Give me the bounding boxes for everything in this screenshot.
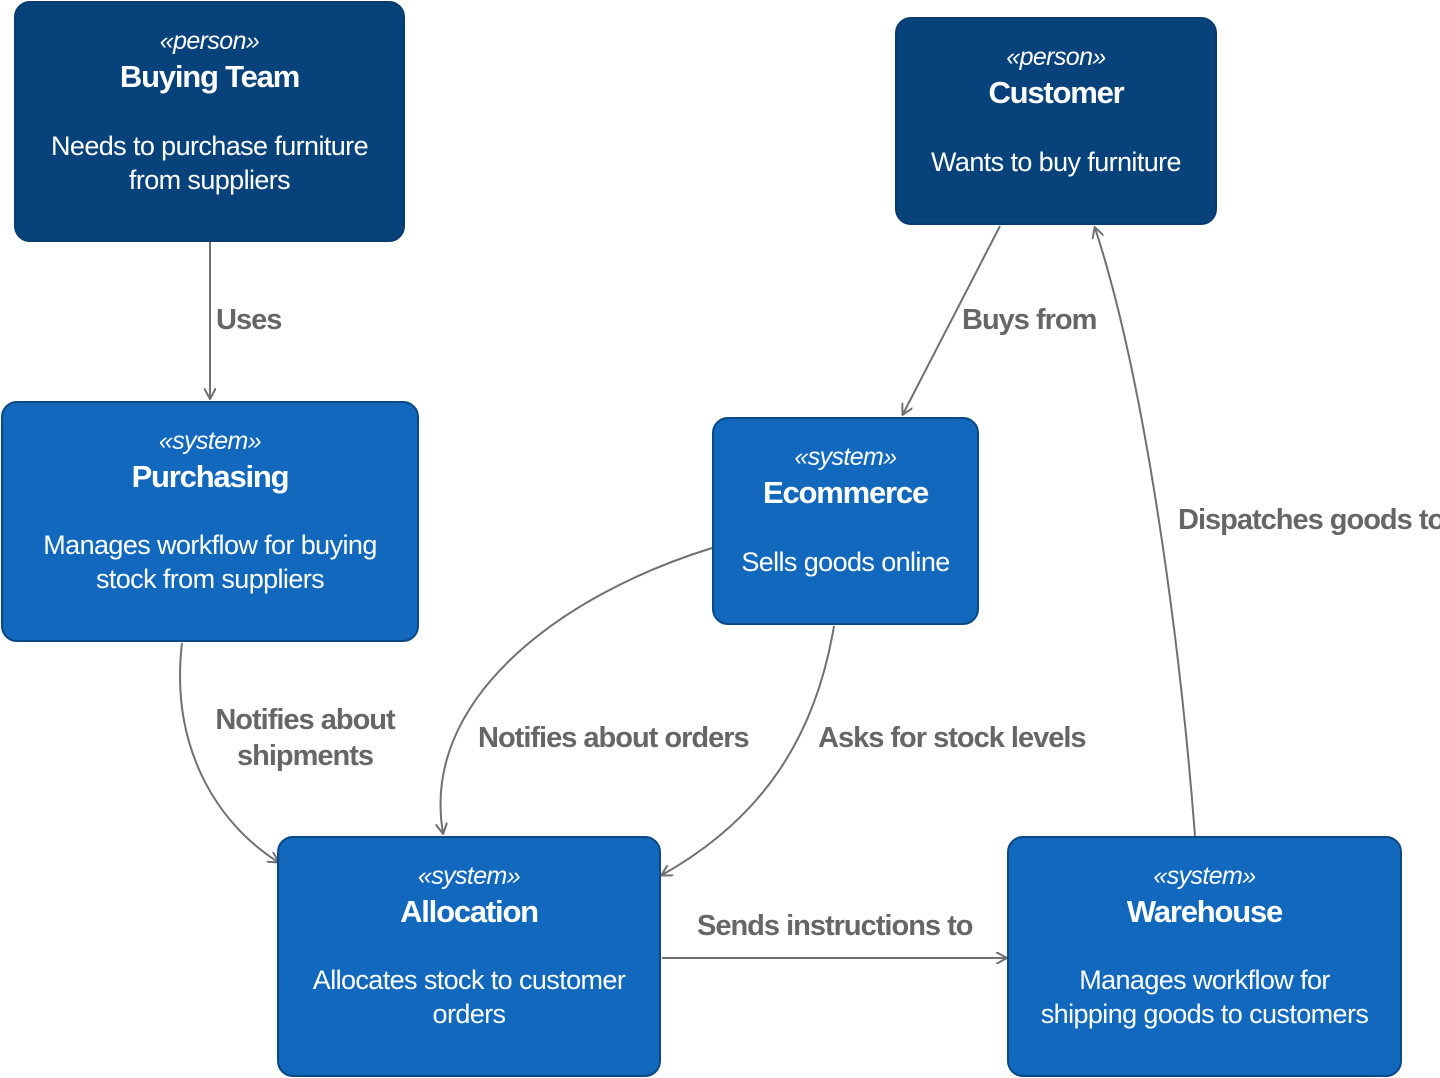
edge-label-buys-from: Buys from xyxy=(962,304,1097,336)
node-allocation[interactable]: «system» Allocation Allocates stock to c… xyxy=(277,836,661,1077)
edge-buys-from xyxy=(903,225,1001,414)
node-description: Manages workflow for buying stock from s… xyxy=(43,530,377,594)
node-title: Customer xyxy=(988,75,1124,110)
node-description: Wants to buy furniture xyxy=(931,147,1182,177)
node-title: Warehouse xyxy=(1126,894,1283,929)
stereotype-label: «system» xyxy=(794,443,897,471)
edge-label-uses: Uses xyxy=(216,304,282,336)
node-title: Allocation xyxy=(400,894,539,929)
node-title: Buying Team xyxy=(119,59,300,94)
edge-label-asks-stock: Asks for stock levels xyxy=(818,722,1087,754)
node-ecommerce[interactable]: «system» Ecommerce Sells goods online xyxy=(712,417,979,625)
edge-notifies-shipments xyxy=(179,642,278,862)
stereotype-label: «system» xyxy=(417,862,521,890)
stereotype-label: «person» xyxy=(159,27,260,55)
node-title: Ecommerce xyxy=(763,475,929,510)
edge-dispatches xyxy=(1095,228,1196,837)
edge-label-sends-instructions: Sends instructions to xyxy=(697,910,973,942)
stereotype-label: «system» xyxy=(158,427,262,455)
edge-notifies-orders xyxy=(441,547,713,833)
node-warehouse[interactable]: «system» Warehouse Manages workflow for … xyxy=(1007,836,1402,1077)
node-description: Manages workflow for shipping goods to c… xyxy=(1040,965,1369,1029)
edge-label-notifies-shipments: Notifies about shipments xyxy=(215,704,395,772)
stereotype-label: «system» xyxy=(1153,862,1256,890)
node-purchasing[interactable]: «system» Purchasing Manages workflow for… xyxy=(1,401,419,642)
node-buying-team[interactable]: «person» Buying Team Needs to purchase f… xyxy=(14,1,405,242)
node-description: Sells goods online xyxy=(741,547,950,577)
node-customer[interactable]: «person» Customer Wants to buy furniture xyxy=(895,17,1217,225)
node-title: Purchasing xyxy=(131,459,290,494)
stereotype-label: «person» xyxy=(1006,43,1106,71)
node-description: Needs to purchase furniture from supplie… xyxy=(51,131,369,195)
node-description: Allocates stock to customer orders xyxy=(312,965,626,1029)
edge-asks-stock xyxy=(662,625,835,875)
edge-label-notifies-orders: Notifies about orders xyxy=(478,722,750,754)
edge-label-dispatches: Dispatches goods to xyxy=(1178,504,1440,536)
